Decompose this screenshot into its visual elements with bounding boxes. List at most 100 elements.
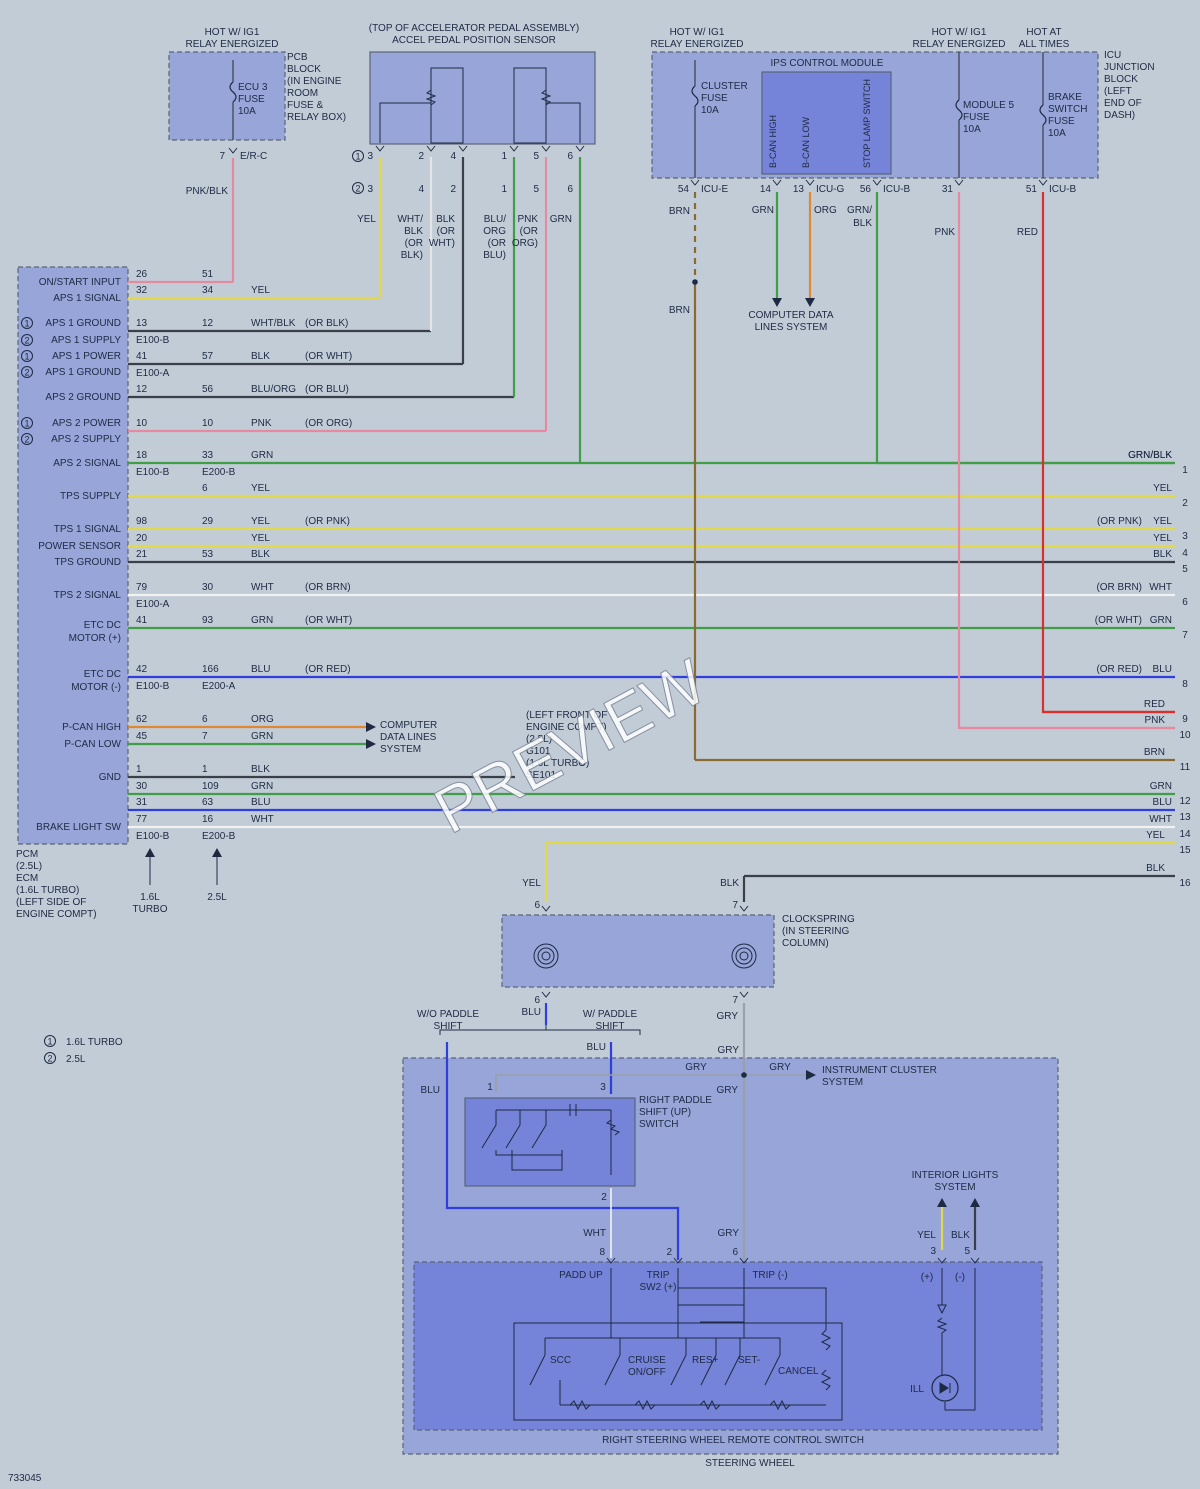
circuit-label: APS 1 SIGNAL (53, 293, 121, 304)
pin-number: 2 (601, 1192, 607, 1203)
note-text: 1.6L TURBO (66, 1037, 123, 1048)
fuse-label: CLUSTER (701, 81, 748, 92)
pcb-description: RELAY BOX) (287, 112, 346, 123)
note-circle (21, 350, 33, 362)
pin-number: 2 (418, 151, 424, 162)
right-extra-label: PNK (1144, 715, 1165, 726)
trip-sw2-label: SW2 (+) (640, 1282, 677, 1293)
wire-color-label: WHT/BLK (251, 318, 296, 329)
rc-switch-contacts (529, 1329, 832, 1406)
arrow-up (212, 848, 222, 857)
pin-number: 6 (202, 483, 208, 494)
paddle-option-label: SHIFT (434, 1021, 463, 1032)
circuit-label: APS 2 SUPPLY (51, 434, 121, 445)
cdl-label: LINES SYSTEM (755, 322, 828, 333)
note-circle (21, 317, 33, 329)
wire-color-label: YEL (917, 1230, 936, 1241)
column-label: TURBO (133, 904, 168, 915)
paddle-switch-circuit (481, 1109, 621, 1175)
clockspring-coil (735, 947, 753, 965)
icu-description: END OF (1104, 98, 1142, 109)
cdl-pcm-label: SYSTEM (380, 744, 421, 755)
clockspring-pin (541, 905, 551, 912)
note-number: 1 (24, 319, 29, 329)
wire-color-label: GRY (717, 1011, 739, 1022)
icu-pin (872, 179, 882, 186)
right-wire-alt: (OR WHT) (1095, 615, 1142, 626)
connector-id: E100-B (136, 681, 170, 692)
note-number: 2 (24, 336, 29, 346)
circuit-label: POWER SENSOR (38, 541, 121, 552)
wire-color-label: PNK/BLK (186, 186, 229, 197)
pcm-description: PCM (16, 849, 38, 860)
fuse-label: ECU 3 (238, 82, 268, 93)
wire-color-label: GRY (769, 1062, 791, 1073)
pin-number: 33 (202, 450, 214, 461)
pin-number: 30 (202, 582, 214, 593)
wire-color-label: YEL (251, 516, 270, 527)
aps-wire-label: (OR (405, 238, 423, 249)
pcb-description: (IN ENGINE (287, 76, 342, 87)
pin-number: 62 (136, 714, 148, 725)
clockspring-pin (541, 991, 551, 998)
icu-description: DASH) (1104, 110, 1135, 121)
column-label: 2.5L (207, 892, 227, 903)
pcb-box (168, 51, 286, 141)
aps-wire-label: PNK (517, 214, 538, 225)
pin-number: 5 (533, 184, 539, 195)
right-extra-label: RED (1144, 699, 1165, 710)
aps-pin (541, 145, 551, 152)
module5-fuse (955, 99, 963, 121)
pin-number: 109 (202, 781, 219, 792)
wire-alt-label: (OR ORG) (305, 418, 352, 429)
circuit-label: ON/START INPUT (39, 277, 121, 288)
right-extra-label: YEL (1146, 830, 1165, 841)
wire-color-label: ORG (814, 205, 837, 216)
aps-wire-label: GRN (550, 214, 572, 225)
markers (21, 67, 1048, 1421)
pin-number: 98 (136, 516, 148, 527)
watermark: PREVIEW (423, 645, 718, 847)
paddle-switch-label: SWITCH (639, 1119, 678, 1130)
column-label: 1.6L (140, 892, 160, 903)
pcb-description: FUSE & (287, 100, 323, 111)
circuit-label: P-CAN LOW (64, 739, 121, 750)
potentiometer-1 (425, 89, 437, 106)
pcm-description: ENGINE COMPT) (16, 909, 97, 920)
note-circle (352, 182, 364, 194)
pcb-pin (228, 147, 238, 154)
rc-pin (606, 1257, 616, 1264)
pin-number: 12 (202, 318, 214, 329)
pin-number: 8 (599, 1247, 605, 1258)
wire-color-label: YEL (251, 483, 270, 494)
polarity-label: (-) (955, 1272, 965, 1283)
wires (128, 52, 1175, 1260)
pin-number: 34 (202, 285, 214, 296)
note-number: 2 (355, 184, 360, 194)
icu-header: RELAY ENERGIZED (651, 39, 744, 50)
ground-note: G101 (526, 746, 551, 757)
wire-color-label: RED (1017, 227, 1038, 238)
ips-pin-label: B-CAN HIGH (768, 115, 778, 168)
ground-note: ENGINE COMPT) (526, 722, 607, 733)
wire-color-label: ORG (251, 714, 274, 725)
icu-description: (LEFT (1104, 86, 1132, 97)
clockspring-description: COLUMN) (782, 938, 829, 949)
wire-color-label: WHT (251, 582, 274, 593)
connector-id: E/R-C (240, 151, 267, 162)
cdl-pcm-label: DATA LINES (380, 732, 437, 743)
wire-color-label: GRN (251, 731, 273, 742)
connector-id: E100-B (136, 831, 170, 842)
wire-alt-label: (OR BLU) (305, 384, 349, 395)
wire-color-label: BLK (251, 351, 270, 362)
sensor-wiper-2 (546, 102, 581, 143)
cluster-fuse (691, 85, 699, 107)
right-wire-label: GRN (1150, 615, 1172, 626)
pin-number: 20 (136, 533, 148, 544)
switch-label: SET- (738, 1355, 760, 1366)
fuse-label: MODULE 5 (963, 100, 1015, 111)
pin-number: 63 (202, 797, 214, 808)
pin-number: 26 (136, 269, 148, 280)
continuation-number: 16 (1179, 878, 1191, 889)
